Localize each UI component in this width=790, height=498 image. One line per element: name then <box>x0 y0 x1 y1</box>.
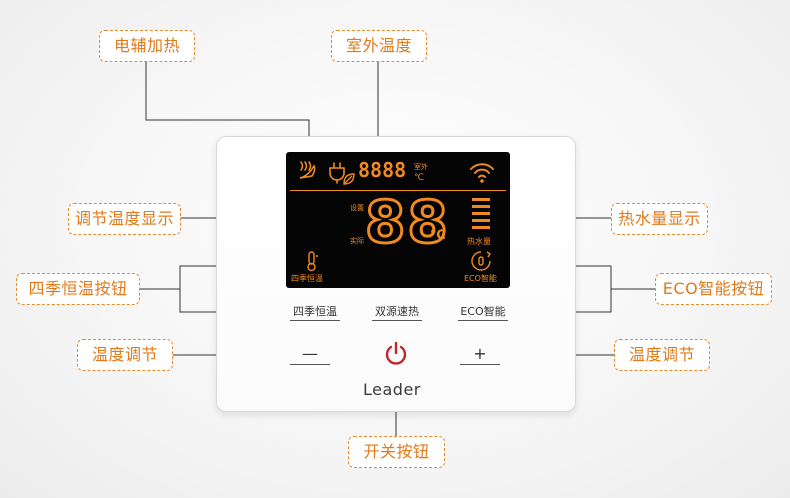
wifi-icon <box>470 163 494 183</box>
thermometer-icon <box>307 251 318 272</box>
callout-temp-adjust-left: 温度调节 <box>77 339 173 371</box>
brand-logo: Leader <box>363 380 421 399</box>
season-lcd-label: 四季恒温 <box>291 274 323 283</box>
temp-minus-button[interactable]: — <box>290 346 330 365</box>
callout-outdoor-temp: 室外温度 <box>331 30 427 62</box>
season-button[interactable]: 四季恒温 <box>290 303 340 321</box>
eco-icon <box>471 251 491 271</box>
callout-season-button: 四季恒温按钮 <box>16 273 140 305</box>
outdoor-temp-digits: 8888 <box>358 158 407 182</box>
temp-plus-button[interactable]: + <box>460 346 500 365</box>
outdoor-unit: ℃ <box>414 173 425 183</box>
outdoor-label: 室外 <box>414 163 428 171</box>
dual-source-button[interactable]: 双源速热 <box>372 303 422 321</box>
callout-power-button: 开关按钮 <box>348 436 445 468</box>
heating-icon <box>299 161 316 179</box>
actual-label: 实际 <box>350 237 364 245</box>
eco-button[interactable]: ECO智能 <box>458 303 508 321</box>
plug-icon <box>329 162 345 184</box>
eco-lcd-label: ECO智能 <box>464 274 497 283</box>
callout-set-temp-display: 调节温度显示 <box>68 203 181 235</box>
main-temp-digits: 88 <box>364 188 450 256</box>
callout-eco-button: ECO智能按钮 <box>655 273 772 305</box>
hot-water-label: 热水量 <box>467 237 491 246</box>
set-label: 设置 <box>350 204 364 212</box>
callout-hot-water-display: 热水量显示 <box>611 203 708 235</box>
power-icon[interactable] <box>383 341 409 367</box>
leaf-icon <box>343 173 355 185</box>
callout-electric-heating: 电辅加热 <box>99 30 195 62</box>
hot-water-level-bars <box>472 198 490 229</box>
callout-temp-adjust-right: 温度调节 <box>614 339 710 371</box>
lcd-divider <box>290 190 506 191</box>
main-temp-unit: ℃ <box>430 228 446 243</box>
